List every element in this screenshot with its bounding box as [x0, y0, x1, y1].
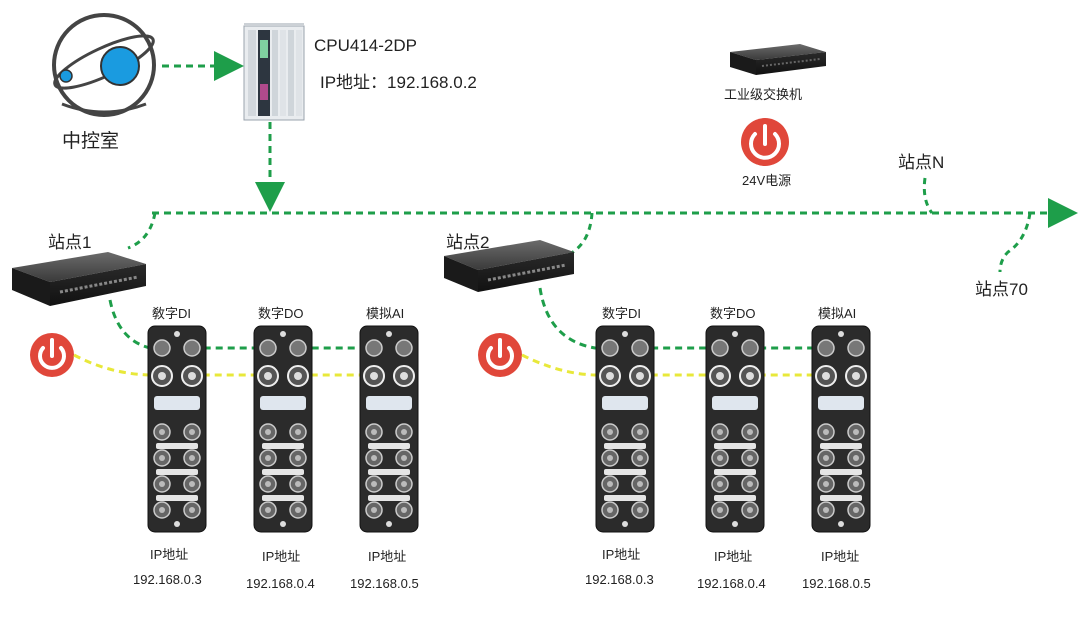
module-ip-value: 192.168.0.5 — [350, 576, 419, 591]
module-ip-title: IP地址 — [821, 549, 860, 564]
station2-power-line — [521, 353, 845, 377]
main-power-icon — [741, 118, 789, 166]
cpu-model-label: CPU414-2DP — [314, 36, 417, 55]
io-module — [359, 325, 419, 533]
industrial-switch-label: 工业级交换机 — [724, 87, 803, 102]
io-module — [595, 325, 655, 533]
station2-power-icon — [478, 333, 522, 377]
module-type-label: 模拟AI — [818, 306, 857, 321]
module-ip-value: 192.168.0.4 — [697, 576, 766, 591]
io-module — [147, 325, 207, 533]
module-type-label: 数字DO — [258, 306, 304, 321]
station2-label: 站点2 — [446, 233, 490, 252]
module-ip-value: 192.168.0.3 — [133, 572, 202, 587]
stationN-branch — [922, 177, 934, 214]
station2-ethernet — [538, 287, 845, 350]
station70-branch — [998, 212, 1032, 273]
station1-branch — [127, 212, 157, 250]
module-ip-title: IP地址 — [602, 547, 641, 562]
module-ip-title: IP地址 — [262, 549, 301, 564]
station70-label: 站点70 — [975, 280, 1028, 299]
module-type-label: 模拟AI — [366, 306, 405, 321]
module-ip-title: IP地址 — [368, 549, 407, 564]
power-supply-label: 24V电源 — [742, 173, 792, 188]
cpu-rack-icon — [243, 23, 305, 121]
station1-power-line — [73, 353, 398, 377]
control-room-icon — [52, 13, 156, 117]
io-module — [253, 325, 313, 533]
module-ip-title: IP地址 — [150, 547, 189, 562]
io-module — [811, 325, 871, 533]
control-room-label: 中控室 — [62, 131, 120, 152]
module-ip-value: 192.168.0.4 — [246, 576, 315, 591]
industrial-switch-icon — [730, 44, 826, 75]
module-type-label: 敎字DI — [152, 306, 192, 321]
station2-switch-icon — [444, 240, 574, 292]
module-ip-value: 192.168.0.5 — [802, 576, 871, 591]
module-type-label: 数字DO — [710, 306, 756, 321]
station1-label: 站点1 — [48, 233, 92, 252]
io-module — [705, 325, 765, 533]
stationN-label: 站点N — [898, 153, 945, 172]
station1-switch-icon — [12, 252, 146, 306]
cpu-ip-label: IP地址：192.168.0.2 — [320, 73, 477, 92]
module-ip-value: 192.168.0.3 — [585, 572, 654, 587]
station2-branch — [565, 212, 594, 258]
module-ip-title: IP地址 — [714, 549, 753, 564]
module-type-label: 数字DI — [602, 306, 642, 321]
station1-power-icon — [30, 333, 74, 377]
io-modules — [147, 325, 871, 533]
